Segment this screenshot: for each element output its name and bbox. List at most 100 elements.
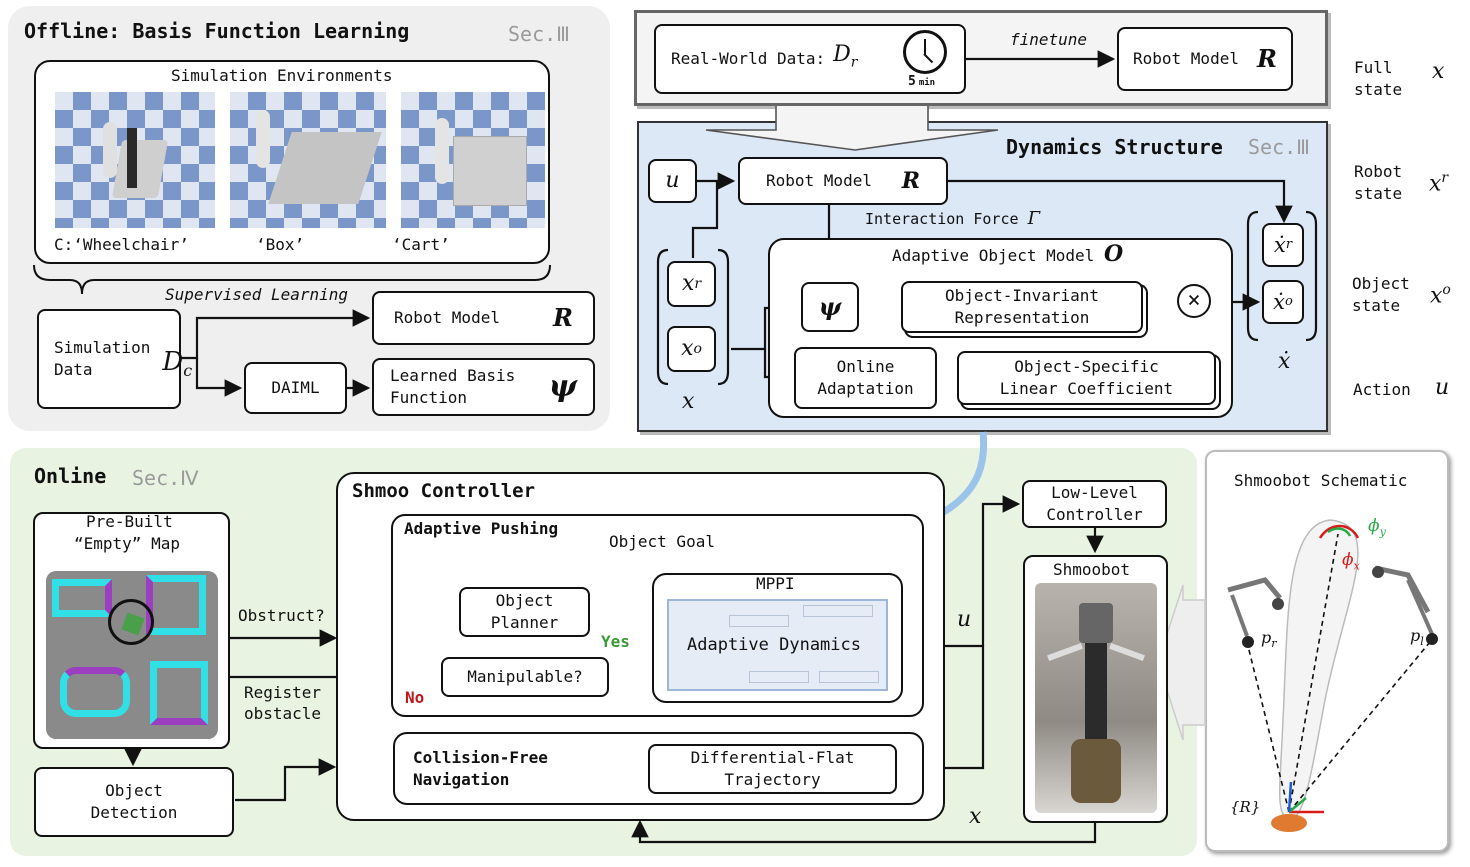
map-image	[46, 571, 218, 739]
collision-free-line1: Collision-Free	[413, 747, 548, 767]
shmoobot-title: Shmoobot	[1053, 560, 1131, 579]
top-robot-model-label: Robot Model	[1133, 49, 1239, 68]
frame-r-label: {R}	[1230, 798, 1261, 816]
top-robot-model-box: Robot Model R	[1117, 27, 1293, 91]
object-specific-line1: Object-Specific	[1014, 357, 1159, 376]
dc-symbol: Dc	[162, 347, 193, 381]
manipulable-label: Manipulable?	[467, 667, 583, 686]
pl-label: pl	[1410, 626, 1424, 649]
low-level-line2: Controller	[1046, 505, 1143, 524]
collision-free-line2: Navigation	[413, 769, 510, 789]
shmoobot-photo	[1035, 583, 1157, 813]
env-label-cart: ‘Cart’	[392, 235, 450, 254]
learned-basis-box: Learned Basis Function ψ	[372, 358, 595, 416]
object-invariant-box: Object-Invariant Representation	[901, 281, 1143, 333]
object-specific-line2: Linear Coefficient	[999, 379, 1174, 398]
mppi-title: MPPI	[756, 574, 795, 593]
obstruct-label: Obstruct?	[238, 606, 325, 625]
object-detection-line2: Detection	[90, 803, 178, 822]
simulation-data-box: Simulation Data Dc	[37, 309, 192, 409]
interaction-force-label: Interaction Force Γ	[865, 208, 1041, 229]
stopwatch-icon	[903, 30, 947, 74]
u-input-box: u	[648, 159, 697, 203]
adaptive-object-model-title: Adaptive Object Model O	[892, 241, 1124, 267]
prebuilt-map-line2: “Empty” Map	[74, 534, 180, 553]
register-obstacle-line2: obstacle	[244, 704, 322, 723]
env-label-wheelchair: C:‘Wheelchair’	[54, 235, 189, 254]
simulation-environments-title: Simulation Environments	[171, 66, 393, 85]
online-adaptation-line2: Adaptation	[817, 379, 914, 398]
dyn-psi-box: ψ	[801, 282, 859, 332]
object-detection-line1: Object	[105, 781, 163, 800]
dynamics-title: Dynamics Structure	[1006, 135, 1223, 159]
offline-robot-model-label: Robot Model	[394, 308, 500, 327]
object-detection-box: Object Detection	[34, 767, 234, 837]
differential-flat-box: Differential-Flat Trajectory	[648, 744, 897, 794]
learned-basis-line2: Function	[390, 388, 468, 407]
register-obstacle-line1: Register	[244, 683, 322, 702]
object-specific-box: Object-Specific Linear Coefficient	[957, 351, 1216, 405]
real-world-data-label: Real-World Data:	[671, 49, 826, 68]
online-title: Online	[34, 464, 107, 488]
shmoo-controller-title: Shmoo Controller	[352, 480, 536, 502]
xdot-label: ẋ	[1278, 349, 1291, 374]
adaptive-pushing-title: Adaptive Pushing	[404, 519, 559, 538]
object-planner-box: Object Planner	[459, 587, 590, 637]
manipulable-box: Manipulable?	[441, 657, 609, 697]
daiml-box: DAIML	[244, 362, 347, 414]
object-invariant-line2: Representation	[954, 308, 1090, 327]
legend-action: Action u	[1353, 375, 1450, 400]
schematic-title: Shmoobot Schematic	[1234, 471, 1408, 490]
legend-object-state: Object state xo	[1352, 274, 1451, 315]
phi-x-label: ϕx	[1342, 550, 1360, 573]
sim-image-wheelchair	[55, 92, 215, 228]
pr-label: pr	[1261, 628, 1277, 651]
object-invariant-line1: Object-Invariant	[944, 286, 1100, 305]
learned-basis-line1: Learned Basis	[390, 366, 516, 385]
dyn-robot-model-box: Robot Model R	[738, 157, 948, 205]
yes-label: Yes	[601, 632, 630, 651]
dyn-robot-model-label: Robot Model	[766, 171, 872, 190]
offline-section: Sec.Ⅲ	[508, 22, 570, 46]
sim-image-box	[230, 92, 386, 228]
low-level-line1: Low-Level	[1051, 483, 1138, 502]
dr-symbol: Dr	[833, 42, 858, 71]
differential-flat-line1: Differential-Flat	[690, 748, 855, 767]
dyn-x-label: x	[682, 389, 695, 414]
low-level-controller-box: Low-Level Controller	[1022, 480, 1167, 528]
no-label: No	[405, 688, 425, 707]
offline-robot-model-box: Robot Model R	[372, 291, 595, 345]
online-u-label: u	[957, 607, 972, 632]
dynamics-section: Sec.Ⅲ	[1248, 135, 1310, 159]
dyn-robot-symbol: R	[901, 168, 920, 194]
differential-flat-line2: Trajectory	[724, 770, 821, 789]
daiml-label: DAIML	[271, 378, 320, 397]
finetune-label: finetune	[1010, 30, 1088, 49]
adaptive-dynamics-label: Adaptive Dynamics	[687, 635, 861, 655]
prebuilt-map-line1: Pre-Built	[86, 512, 173, 531]
supervised-learning-label: Supervised Learning	[165, 285, 349, 304]
top-robot-symbol: R	[1257, 44, 1277, 73]
simulation-data-line2: Data	[54, 360, 93, 379]
phi-y-label: ϕy	[1368, 516, 1386, 539]
online-adaptation-box: Online Adaptation	[794, 347, 937, 409]
offline-robot-symbol: R	[553, 303, 573, 332]
object-goal-label: Object Goal	[609, 532, 715, 551]
object-planner-line1: Object	[495, 591, 554, 610]
legend-robot-state: Robot state xr	[1354, 162, 1449, 203]
sim-image-cart	[401, 92, 545, 228]
simulation-data-line1: Simulation	[54, 338, 151, 357]
offline-title: Offline: Basis Function Learning	[24, 19, 410, 43]
mppi-dynamics-thumbnail	[667, 599, 888, 691]
online-x-label: x	[969, 804, 982, 829]
multiply-node: ×	[1177, 284, 1211, 318]
online-adaptation-line1: Online	[836, 357, 895, 376]
object-planner-line2: Planner	[490, 613, 559, 632]
env-label-box: ‘Box’	[256, 235, 305, 254]
